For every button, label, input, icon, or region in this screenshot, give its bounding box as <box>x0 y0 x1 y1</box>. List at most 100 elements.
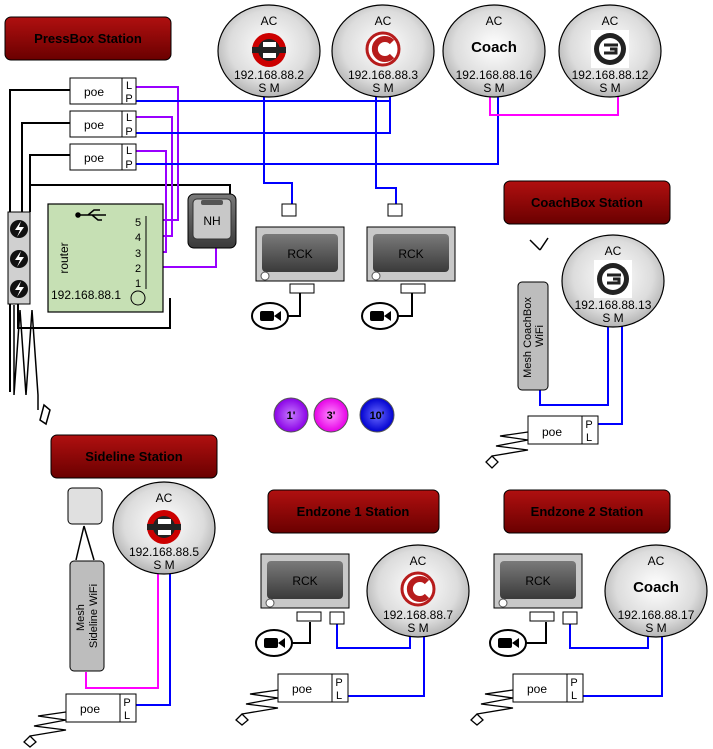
wire-blue-ez1-poe <box>348 636 425 697</box>
ethernet-port-icon <box>562 611 578 625</box>
wire-cam2 <box>395 292 413 317</box>
wire-blue-rck2 <box>375 80 397 206</box>
mesh-sideline-wifi: Mesh Sideline WiFi <box>67 487 105 672</box>
power-strip <box>7 211 31 305</box>
svg-text:192.168.88.3: 192.168.88.3 <box>348 68 418 82</box>
svg-text:10': 10' <box>370 410 385 422</box>
svg-text:AC: AC <box>375 14 392 28</box>
svg-text:192.168.88.13: 192.168.88.13 <box>575 298 652 312</box>
router-label: router <box>57 242 71 273</box>
mesh-coachbox-wifi: Mesh CoachBox WiFi <box>517 281 549 391</box>
svg-text:AC: AC <box>156 491 173 505</box>
svg-text:192.168.88.2: 192.168.88.2 <box>234 68 304 82</box>
router-port-1: 1 <box>135 278 141 290</box>
wire-magenta-ap12 <box>489 84 619 116</box>
ethernet-port-icon <box>387 203 403 217</box>
logo-g-icon <box>591 30 629 68</box>
svg-text:RCK: RCK <box>287 247 312 261</box>
svg-text:P: P <box>585 419 592 431</box>
station-coachbox: CoachBox Station <box>503 180 671 225</box>
poe-injector-endzone2: poe P L <box>512 673 584 703</box>
wire-blue-rck1 <box>263 80 293 206</box>
wires <box>9 78 663 706</box>
router-port-5: 5 <box>135 217 141 229</box>
svg-text:NH: NH <box>203 214 220 228</box>
wire-blue-ap2 <box>136 101 391 134</box>
svg-text:L: L <box>126 112 132 124</box>
svg-text:L: L <box>571 690 577 702</box>
svg-text:P: P <box>125 159 132 171</box>
wire-purple-nh <box>148 248 217 268</box>
router: router 5 4 3 2 1 192.168.88.1 <box>47 203 164 313</box>
station-endzone2: Endzone 2 Station <box>503 489 671 534</box>
svg-text:L: L <box>126 145 132 157</box>
wire-blue-side <box>136 572 171 706</box>
legend-10ft: 10' <box>359 397 395 433</box>
cable-legend: 1' 3' 10' <box>273 397 395 433</box>
poe-injector-3: poe L P <box>69 143 137 171</box>
wire-blue-coach-s <box>539 324 609 406</box>
svg-text:192.168.88.5: 192.168.88.5 <box>129 545 199 559</box>
coach-logo: Coach <box>633 579 679 596</box>
svg-text:RCK: RCK <box>398 247 423 261</box>
rck-unit-endzone2: RCK <box>493 553 583 625</box>
svg-text:S M: S M <box>602 311 623 325</box>
svg-text:AC: AC <box>648 554 665 568</box>
poe-injector-coachbox: poe P L <box>527 415 599 445</box>
wire-cam1 <box>286 292 301 317</box>
svg-text:3': 3' <box>327 410 336 422</box>
power-cord-coachbox <box>485 431 529 469</box>
lightning-icon <box>10 280 28 298</box>
access-point-5: AC 192.168.88.5 S M <box>112 481 216 575</box>
wire-black-side-mesh <box>75 525 95 561</box>
wire-cam-ez2 <box>524 622 547 644</box>
wire-cam-ez1 <box>290 622 311 644</box>
wire-blue-coach-m <box>598 324 623 425</box>
svg-text:L: L <box>126 80 132 92</box>
power-cord-endzone2 <box>470 689 514 726</box>
wire-black-coach-mesh <box>529 237 549 251</box>
svg-text:Mesh CoachBox WiFi: Mesh CoachBox WiFi <box>522 294 546 378</box>
svg-text:192.168.88.7: 192.168.88.7 <box>383 608 453 622</box>
svg-text:RCK: RCK <box>525 574 550 588</box>
lightning-icon <box>10 220 28 238</box>
poe-injector-2: poe L P <box>69 110 137 138</box>
ethernet-port-icon <box>329 611 345 625</box>
rck-unit-2: RCK <box>366 203 456 294</box>
svg-text:P: P <box>335 677 342 689</box>
svg-text:S M: S M <box>645 621 666 635</box>
camera-icon <box>251 302 289 330</box>
access-point-2: AC 192.168.88.2 S M <box>217 4 321 98</box>
svg-text:poe: poe <box>542 425 562 439</box>
access-point-12: AC 192.168.88.12 S M <box>558 4 662 98</box>
svg-text:S M: S M <box>483 81 504 95</box>
wire-black-router <box>29 184 231 212</box>
rck-unit-endzone1: RCK <box>260 553 350 625</box>
svg-text:P: P <box>570 677 577 689</box>
wire-black-strip <box>17 298 171 329</box>
svg-text:poe: poe <box>80 702 100 716</box>
poe-injector-sideline: poe P L <box>65 693 137 723</box>
access-point-13: AC 192.168.88.13 S M <box>561 234 665 328</box>
svg-text:P: P <box>125 126 132 138</box>
svg-text:S M: S M <box>258 81 279 95</box>
svg-text:AC: AC <box>410 554 427 568</box>
camera-icon <box>361 302 399 330</box>
power-cord-sideline <box>23 711 67 748</box>
svg-text:S M: S M <box>372 81 393 95</box>
access-point-16: AC Coach 192.168.88.16 S M <box>442 4 546 98</box>
svg-text:AC: AC <box>261 14 278 28</box>
station-label: CoachBox Station <box>531 195 643 210</box>
wire-blue-ez2 <box>569 617 649 649</box>
svg-text:poe: poe <box>84 85 104 99</box>
svg-text:192.168.88.12: 192.168.88.12 <box>572 68 649 82</box>
access-point-3: AC 192.168.88.3 S M <box>331 4 435 98</box>
nh-box: NH <box>187 193 237 249</box>
svg-text:S M: S M <box>599 81 620 95</box>
station-label: Endzone 1 Station <box>297 504 410 519</box>
station-sideline: Sideline Station <box>50 434 218 479</box>
svg-text:poe: poe <box>84 151 104 165</box>
wire-blue-ez1 <box>336 617 411 649</box>
svg-text:AC: AC <box>602 14 619 28</box>
svg-text:AC: AC <box>486 14 503 28</box>
